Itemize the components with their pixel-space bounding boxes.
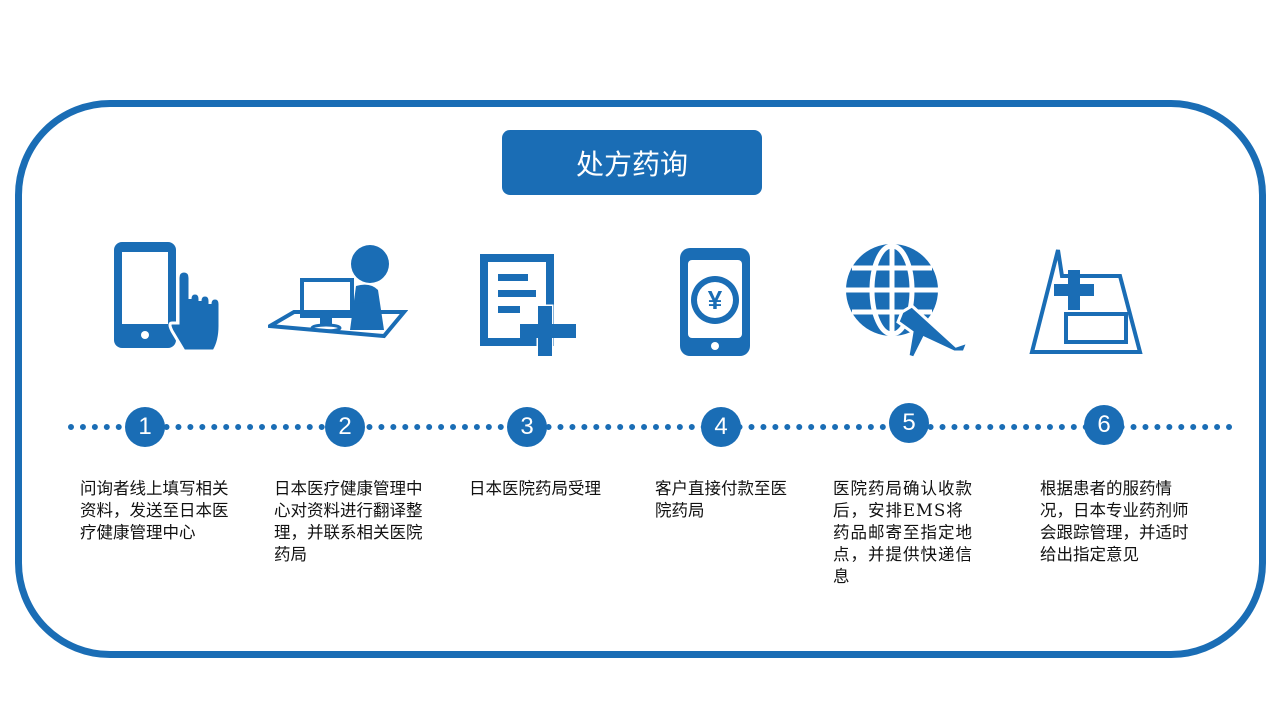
tablet-touch-icon	[114, 242, 222, 353]
step-5-description: 医院药局确认收款后，安排EMS将药品邮寄至指定地点，并提供快递信息	[833, 479, 973, 586]
step-1-description: 问询者线上填写相关资料，发送至日本医疗健康管理中心	[80, 479, 229, 542]
step-5-badge: 5	[889, 403, 929, 443]
svg-text:¥: ¥	[708, 285, 723, 315]
step-1-badge: 1	[125, 407, 165, 447]
step-6-badge: 6	[1084, 405, 1124, 445]
page-title: 处方药询	[502, 130, 762, 195]
step-3-badge: 3	[507, 407, 547, 447]
step-6-description: 根据患者的服药情况，日本专业药剂师会跟踪管理，并适时给出指定意见	[1040, 479, 1189, 564]
person-computer-icon	[268, 245, 408, 339]
globe-airplane-icon	[846, 243, 971, 360]
phone-yen-payment-icon: ¥	[680, 248, 750, 356]
document-add-icon	[480, 254, 576, 358]
step-4-badge: 4	[701, 407, 741, 447]
rounded-frame	[15, 100, 1266, 658]
timeline-dotted-line	[68, 424, 1233, 430]
medical-bag-icon	[1029, 249, 1143, 354]
step-2-badge: 2	[325, 407, 365, 447]
step-3-description: 日本医院药局受理	[469, 479, 601, 498]
step-4-description: 客户直接付款至医院药局	[655, 479, 787, 520]
step-2-description: 日本医疗健康管理中心对资料进行翻译整理，并联系相关医院药局	[274, 479, 423, 564]
